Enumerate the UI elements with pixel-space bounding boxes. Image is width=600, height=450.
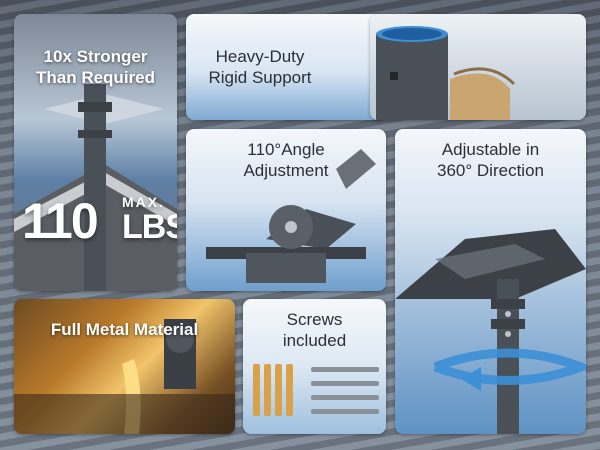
angle-title-line2: Adjustment [243, 161, 329, 180]
strength-title-line2: Than Required [35, 68, 155, 87]
pipe-illustration [376, 26, 516, 120]
support-title-line2: Rigid Support [208, 68, 312, 87]
strength-title: 10x Stronger Than Required [14, 46, 177, 88]
rotation-title-line1: Adjustable in [441, 140, 540, 159]
material-panel: Full Metal Material [14, 299, 235, 434]
capacity-prefix: MAX. [122, 194, 165, 210]
capacity-unit-block: MAX. LBS [122, 194, 177, 244]
pole-roof-illustration [14, 84, 177, 291]
screws-illustration [253, 364, 379, 416]
capacity-value: 110 [22, 193, 99, 249]
screws-panel: Screws included [243, 299, 386, 434]
capacity-unit: LBS [122, 208, 177, 246]
strength-panel: 10x Stronger Than Required 110 MAX. LBS [14, 14, 177, 291]
support-title: Heavy-Duty Rigid Support [200, 46, 320, 88]
rotation-title-line2: 360° Direction [437, 161, 544, 180]
pipe-panel [370, 14, 586, 120]
rotation-illustration [395, 229, 586, 434]
support-panel: Heavy-Duty Rigid Support [186, 14, 386, 120]
angle-bracket-illustration [206, 149, 376, 283]
material-title: Full Metal Material [50, 320, 199, 339]
angle-title: 110°Angle Adjustment [216, 139, 356, 181]
support-title-line1: Heavy-Duty [215, 47, 305, 66]
rotation-panel: Adjustable in 360° Direction [395, 129, 586, 434]
strength-title-line1: 10x Stronger [43, 47, 148, 66]
rotation-title: Adjustable in 360° Direction [395, 139, 586, 181]
screws-title-line1: Screws [286, 310, 343, 329]
angle-panel: 110°Angle Adjustment [186, 129, 386, 291]
screws-title: Screws included [243, 309, 386, 351]
screws-title-line2: included [282, 331, 347, 350]
angle-title-line1: 110°Angle [247, 140, 325, 159]
molten-metal-illustration [14, 319, 235, 434]
